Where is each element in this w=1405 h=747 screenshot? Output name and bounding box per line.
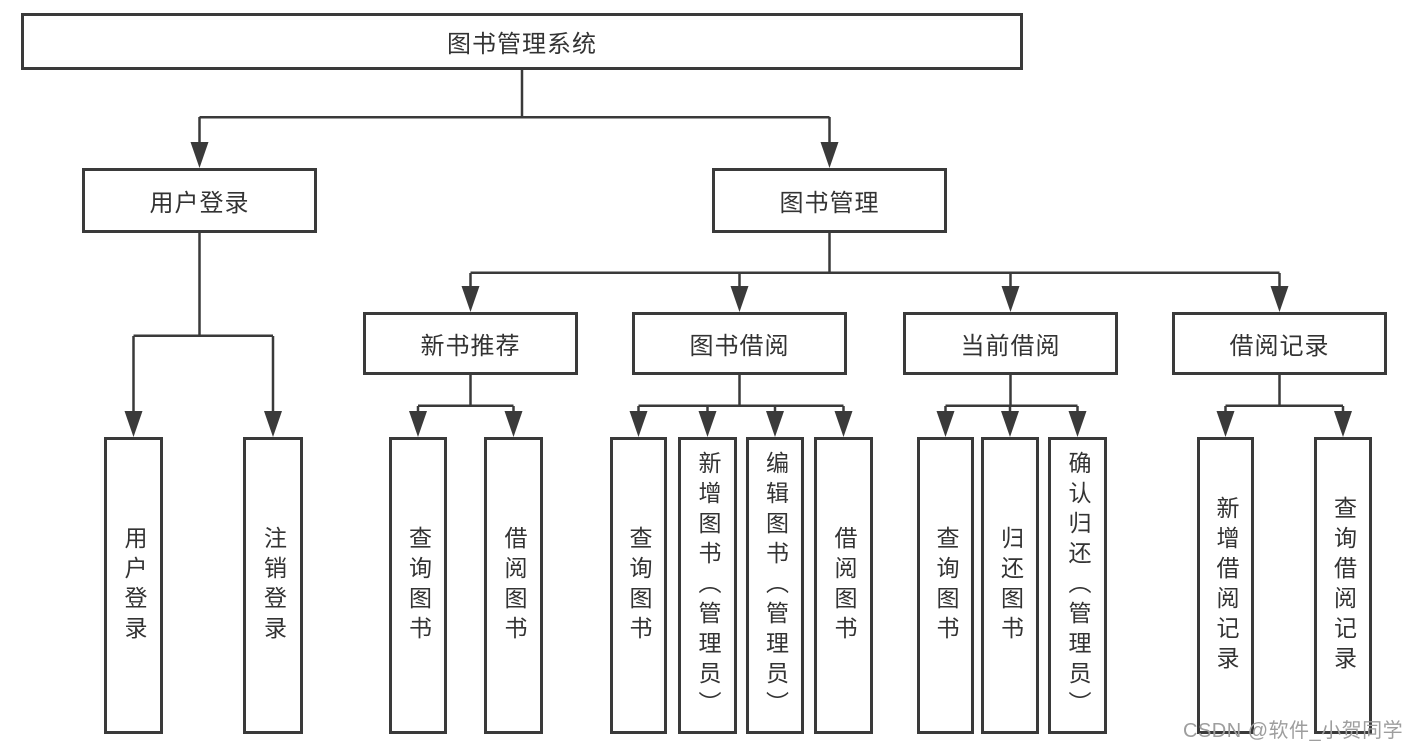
leaf-query-borrow-record-label: 查询借阅记录 (1330, 495, 1357, 676)
leaf-user-login: 用户登录 (104, 437, 163, 734)
leaf-add-borrow-record: 新增借阅记录 (1197, 437, 1254, 734)
node-new-book-recommend-label: 新书推荐 (420, 333, 521, 360)
leaf-current-query-books-label: 查询图书 (933, 525, 959, 646)
leaf-return-books: 归还图书 (981, 437, 1039, 734)
leaf-recommend-query-books: 查询图书 (389, 437, 447, 734)
leaf-add-borrow-record-label: 新增借阅记录 (1213, 495, 1239, 676)
node-user-login: 用户登录 (82, 168, 317, 233)
leaf-add-books-admin: 新增图书（管理员） (678, 437, 737, 734)
leaf-user-login-label: 用户登录 (121, 525, 147, 646)
node-current-borrow-label: 当前借阅 (960, 333, 1061, 360)
leaf-logout-label: 注销登录 (260, 525, 287, 646)
leaf-borrow-books-label: 借阅图书 (831, 525, 857, 646)
leaf-confirm-return-admin: 确认归还（管理员） (1048, 437, 1107, 734)
node-book-borrow: 图书借阅 (632, 312, 847, 375)
leaf-current-query-books: 查询图书 (917, 437, 974, 734)
leaf-edit-books-admin: 编辑图书（管理员） (746, 437, 804, 734)
leaf-return-books-label: 归还图书 (997, 525, 1024, 646)
node-new-book-recommend: 新书推荐 (363, 312, 578, 375)
node-book-management-label: 图书管理 (779, 190, 880, 217)
leaf-borrow-query-books: 查询图书 (610, 437, 667, 734)
leaf-recommend-borrow-books-label: 借阅图书 (501, 525, 527, 646)
leaf-borrow-query-books-label: 查询图书 (626, 525, 652, 646)
node-user-login-label: 用户登录 (149, 190, 250, 217)
leaf-edit-books-admin-label: 编辑图书（管理员） (762, 450, 789, 721)
node-borrow-records: 借阅记录 (1172, 312, 1387, 375)
leaf-borrow-books: 借阅图书 (814, 437, 873, 734)
leaf-recommend-borrow-books: 借阅图书 (484, 437, 543, 734)
leaf-query-borrow-record: 查询借阅记录 (1314, 437, 1372, 734)
node-book-management: 图书管理 (712, 168, 947, 233)
node-borrow-records-label: 借阅记录 (1229, 333, 1330, 360)
watermark: CSDN @软件_小贺同学 (1183, 720, 1404, 742)
leaf-confirm-return-admin-label: 确认归还（管理员） (1065, 450, 1091, 721)
node-current-borrow: 当前借阅 (903, 312, 1118, 375)
leaf-recommend-query-books-label: 查询图书 (405, 525, 432, 646)
node-root: 图书管理系统 (21, 13, 1023, 70)
leaf-add-books-admin-label: 新增图书（管理员） (695, 450, 721, 721)
node-book-borrow-label: 图书借阅 (689, 333, 790, 360)
node-root-label: 图书管理系统 (447, 31, 597, 58)
leaf-logout: 注销登录 (243, 437, 303, 734)
